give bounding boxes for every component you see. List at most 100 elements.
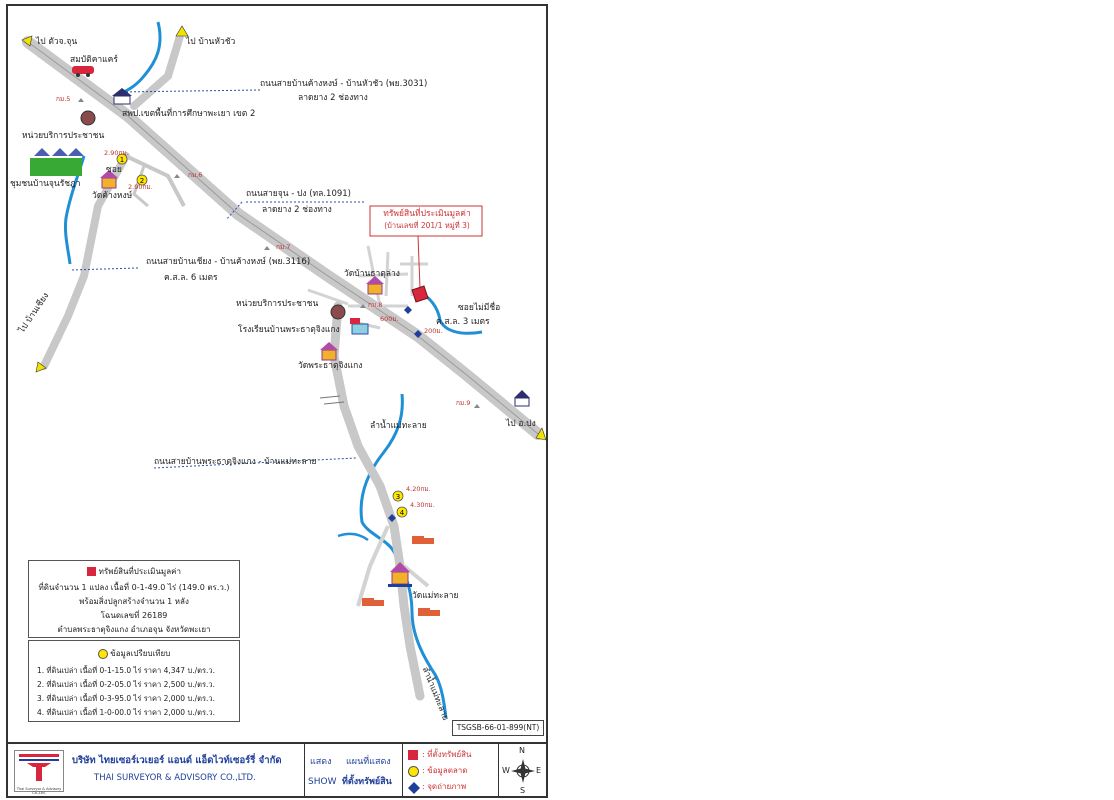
label-to-tuajun: ไป ตัวจ.จุน [36,37,78,47]
car-icon [72,66,94,77]
footer-divider [304,744,305,796]
river-north [119,21,162,96]
company-name-th: บริษัท ไทยเซอร์เวเยอร์ แอนด์ แอ็ดไวท์เซอ… [72,755,282,766]
label-to-pong: ไป อ.ปง [506,419,536,429]
red-square-icon [408,750,418,760]
property-line-2: พร้อมสิ่งปลูกสร้างจำนวน 1 หลัง [79,597,189,606]
photo-point-icon [414,330,422,338]
arrow-icon [21,35,33,47]
subject-subtitle: (บ้านเลขที่ 201/1 หมู่ที่ 3) [384,221,470,230]
svg-text:1: 1 [120,156,124,164]
svg-text:3: 3 [396,493,400,501]
label-esa-office: สพป.เขตพื้นที่การศึกษาพะเยา เขต 2 [122,109,256,119]
comparison-title: ข้อมูลเปรียบเทียบ [110,649,171,658]
map-title-1: แผนที่แสดง [346,757,391,767]
subject-square-icon [87,567,97,576]
road-3031 [130,32,184,110]
compass-w: W [502,766,510,775]
label-river: ลำน้ำแม่ทะลาย [370,421,427,431]
comparison-item-1: 1. ที่ดินเปล่า เนื้อที่ 0-1-15.0 ไร่ ราค… [37,666,216,675]
comparison-title-row: ข้อมูลเปรียบเทียบ [29,647,239,660]
reference-number: TSGSB-66-01-899(NT) [452,720,544,736]
footer-divider [402,744,403,796]
label-community: ชุมชนบ้านจุนรัชฎา [10,179,81,189]
road3-name: ถนนสายบ้านเชียง - บ้านค้างหงษ์ (พย.3116) [146,257,311,267]
comparison-item-2: 2. ที่ดินเปล่า เนื้อที่ 0-2-05.0 ไร่ ราค… [37,680,216,689]
km-5: กม.5 [56,95,71,103]
road1-name: ถนนสายบ้านค้างหงษ์ - บ้านหัวชัว (พย.3031… [260,79,428,89]
property-info-box: ทรัพย์สินที่ประเมินมูลค่า ที่ดินจำนวน 1 … [28,560,240,638]
label-soi: ซอย [106,165,122,175]
house-icon [362,598,384,606]
community-area [30,158,82,176]
label-wat-khanghong: วัดค้างหงษ์ [92,191,133,201]
arrow-icon [535,427,546,441]
temple-icon [320,342,338,361]
label-service-unit-2: หน่วยบริการประชาชน [236,299,319,309]
km-8: กม.8 [368,301,383,309]
distance-430: 4.30กม. [410,501,435,509]
road-3116 [40,152,130,370]
comparison-item-4: 4. ที่ดินเปล่า เนื้อที่ 1-0-00.0 ไร่ ราค… [37,708,216,717]
label-soi-maimichue: ซอยไม่มีชื่อ [458,303,501,313]
temple-icon [100,170,118,189]
property-line-1: ที่ดินจำนวน 1 แปลง เนื้อที่ 0-1-49.0 ไร่… [38,583,230,592]
symbol-legend: : ที่ตั้งทรัพย์สิน : ข้อมูลตลาด : จุดถ่า… [408,748,496,796]
show-en: SHOW [308,777,337,787]
symbol-photo-point: : จุดถ่ายภาพ [408,780,496,796]
km-marker-icon [264,246,270,250]
government-building-icon [112,88,132,105]
house-icon [418,608,440,616]
distance-600: 600ม. [380,315,399,323]
km-7: กม.7 [276,243,291,251]
label-to-ban-huachua: ไป บ้านหัวชัว [186,37,236,47]
title-block: Thai Surveyor & Advisory Co.,Ltd. บริษัท… [8,742,546,796]
label-soi-width: ค.ส.ล. 3 เมตร [436,317,490,327]
svg-text:4: 4 [400,509,405,517]
road1-surface: ลาดยาง 2 ช่องทาง [298,93,368,103]
temple-icon [366,276,384,295]
km-marker-icon [474,404,480,408]
comparison-point-3: 3 [392,490,404,502]
footer-divider [498,744,499,796]
symbol-market-data: : ข้อมูลตลาด [408,764,496,780]
property-line-4: ตำบลพระธาตุจิงแกง อำเภอจุน จังหวัดพะเยา [57,625,211,634]
compass-e: E [536,766,542,775]
property-info-title: ทรัพย์สินที่ประเมินมูลค่า [98,567,181,576]
subject-callout-box [369,205,483,237]
label-somboon-care: สมบัติคาแคร์ [70,55,118,65]
photo-point-icon [404,306,412,314]
road3-surface: ค.ส.ล. 6 เมตร [164,273,218,283]
house-icon [412,536,434,544]
symbol-subject: : ที่ตั้งทรัพย์สิน [408,748,496,764]
temple-icon [388,562,412,587]
highway-1091 [22,36,544,440]
compass-s: S [520,786,526,795]
distance-200: 200ม. [424,327,443,335]
km-marker-icon [360,304,366,308]
comparison-circle-icon [97,648,108,659]
subject-title: ทรัพย์สินที่ประเมินมูลค่า [383,209,471,219]
subject-property-marker [411,285,429,303]
river-bottom-left [337,532,369,542]
arrow-icon [175,25,189,37]
compass-n: N [519,746,525,755]
police-unit-icon [80,110,96,126]
distance-420: 4.20กม. [406,485,431,493]
compass-icon: N S E W [502,746,544,796]
comparison-item-3: 3. ที่ดินเปล่า เนื้อที่ 0-3-95.0 ไร่ ราค… [37,694,216,703]
km-6: กม.6 [188,171,203,179]
km-9: กม.9 [456,399,471,407]
government-building-icon [514,390,530,407]
house-icon [34,148,84,156]
location-map: 1 2 3 4 [21,21,546,719]
map-sheet: 1 2 3 4 [6,4,548,798]
km-marker-icon [78,98,84,102]
km-marker-icon [174,174,180,178]
label-wat-ban-thatang: วัดบ้านธาตุล่าง [344,269,400,279]
property-info-title-row: ทรัพย์สินที่ประเมินมูลค่า [29,565,239,578]
photo-point-icon [388,514,396,522]
comparison-box: ข้อมูลเปรียบเทียบ 1. ที่ดินเปล่า เนื้อที… [28,640,240,722]
label-wat-phrathat: วัดพระธาตุจิงแกง [298,361,363,371]
label-service-unit-1: หน่วยบริการประชาชน [22,131,105,141]
